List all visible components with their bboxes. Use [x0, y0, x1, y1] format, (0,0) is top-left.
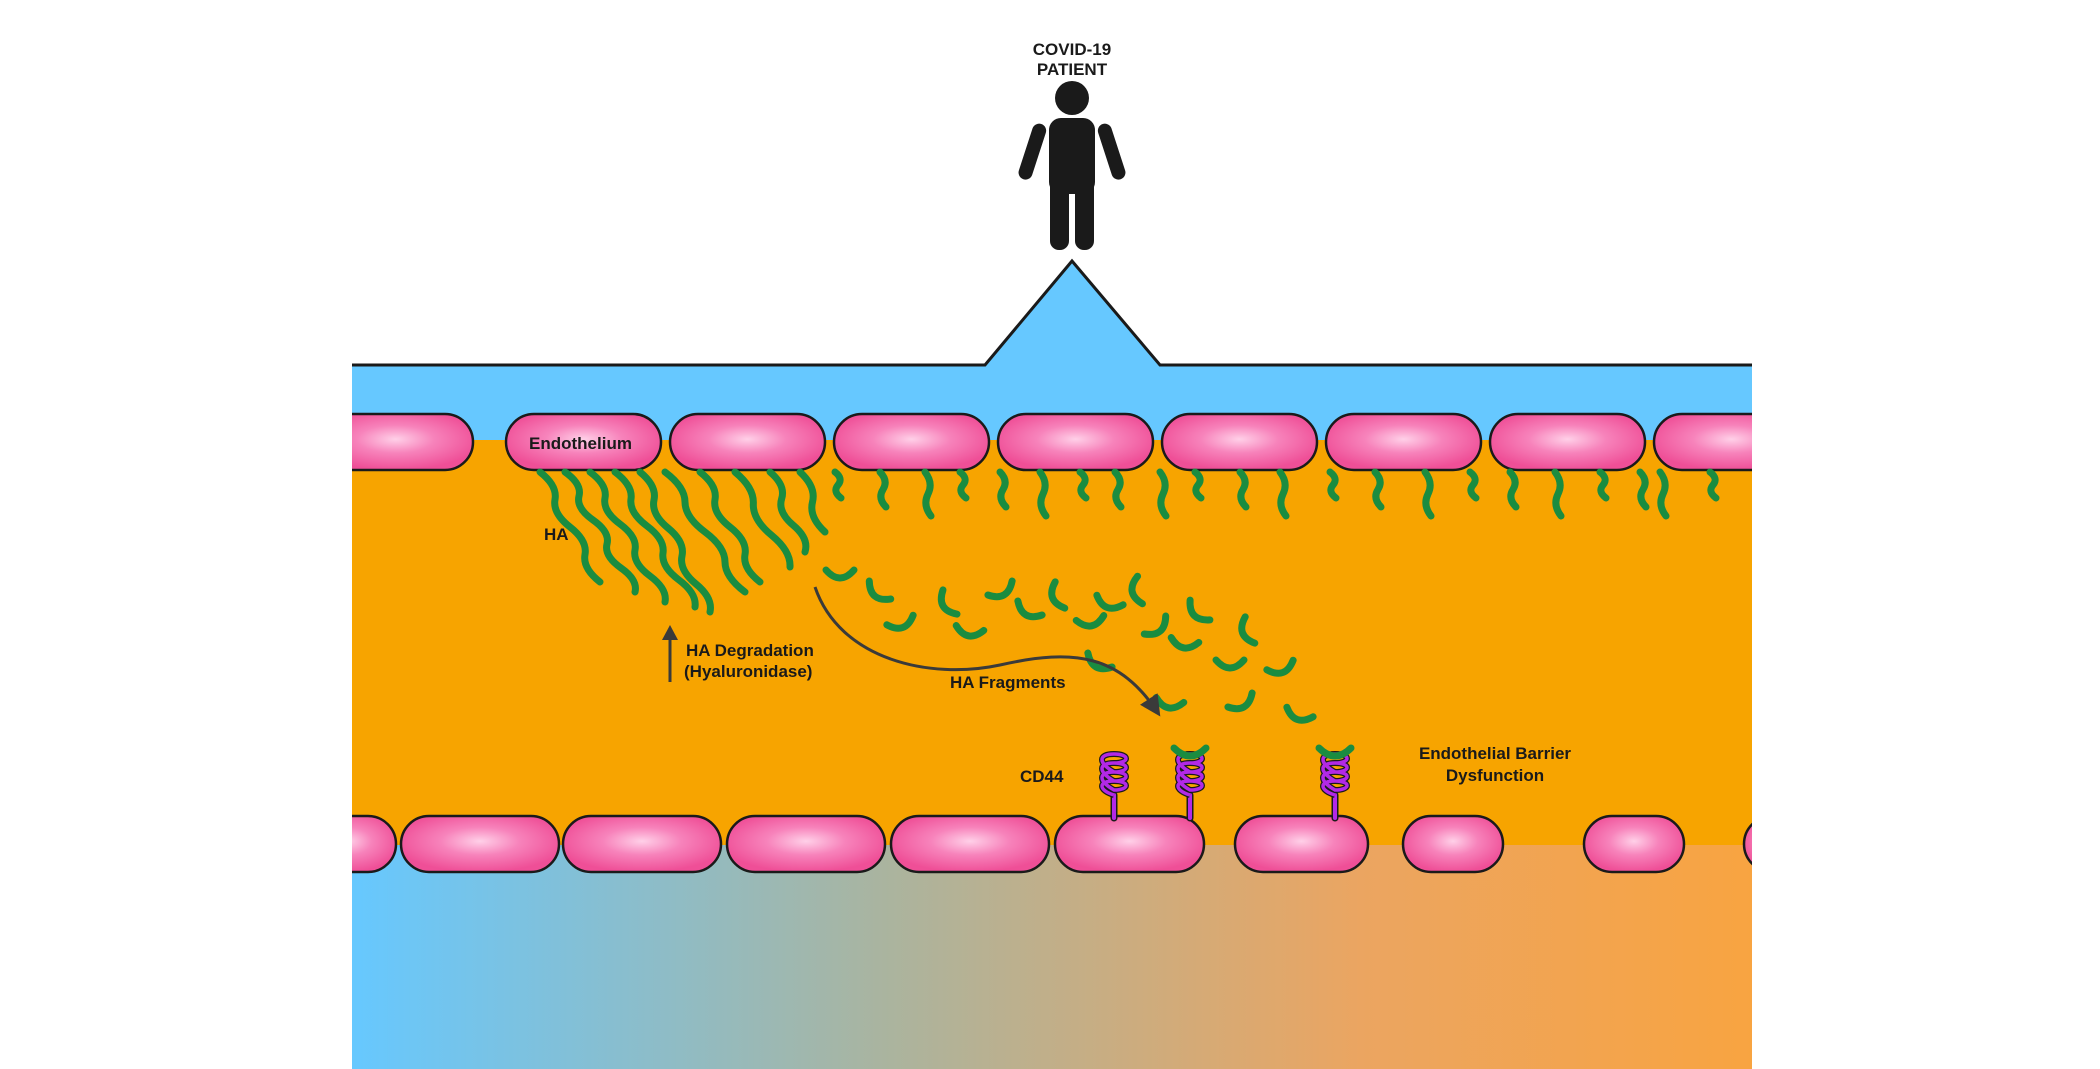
ha-strand: [586, 468, 669, 606]
curved-arrow-icon: [813, 586, 1161, 717]
ha-fragment: [1212, 656, 1248, 672]
ha-strand: [636, 468, 714, 616]
ha-strand: [1236, 468, 1250, 511]
ha-fragment: [1186, 596, 1214, 624]
blue-tissue-bottom: [352, 845, 1752, 1069]
ha-strand: [1326, 468, 1340, 502]
endothelial-cell: [1742, 822, 1752, 866]
ha-fragments-label: HA Fragments: [950, 673, 1066, 692]
cd44-receptor-icon: [1315, 744, 1355, 822]
endothelial-cell: [1053, 814, 1206, 874]
ha-fragment: [1072, 612, 1108, 630]
ha-fragment: [1238, 613, 1259, 647]
patient-label-line1: COVID-19: [1032, 40, 1112, 59]
ha-strand: [611, 468, 699, 611]
person-icon: [1018, 81, 1126, 250]
ha-strand: [1111, 468, 1125, 511]
bound-ha-fragment: [1170, 744, 1210, 760]
ha-strand: [1466, 468, 1480, 502]
blue-tissue-top: [352, 261, 1752, 440]
patient-label-line2: PATIENT: [1036, 60, 1108, 79]
ha-strand: [1191, 468, 1205, 502]
ha-strand: [921, 468, 935, 520]
ha-strand: [1276, 468, 1290, 520]
ha-strand: [876, 468, 890, 511]
ha-strand: [831, 468, 845, 502]
ha-fragment: [937, 586, 961, 618]
ha-strand: [956, 468, 970, 502]
ha-fragment: [1048, 578, 1069, 612]
ha-degradation-label: HA Degradation: [686, 641, 814, 660]
endothelial-cell: [352, 412, 475, 472]
ha-fragment: [1093, 591, 1127, 612]
ha-fragment: [822, 566, 858, 582]
cd44-receptor-icon: [1170, 744, 1210, 822]
barrier-dysfunction-line2: Dysfunction: [1445, 766, 1545, 785]
endothelial-cells: [352, 412, 1752, 874]
ha-strand: [1636, 468, 1650, 511]
up-arrow-icon: [662, 625, 678, 682]
endothelial-cell: [832, 412, 991, 472]
endothelial-cell: [668, 412, 827, 472]
endothelial-cell: [561, 814, 723, 874]
ha-strand: [1156, 468, 1170, 520]
ha-strand: [1036, 468, 1050, 520]
tissue-outline: [352, 258, 1752, 367]
endothelium-label: Endothelium: [529, 434, 632, 453]
ha-strand: [561, 468, 639, 596]
ha-fragment: [1263, 656, 1297, 677]
ha-label: HA: [544, 525, 569, 544]
ha-fragment: [984, 577, 1016, 601]
ha-fragment: [1283, 703, 1317, 724]
ha-strand: [766, 468, 810, 556]
bound-ha-fragment: [1315, 744, 1355, 760]
ha-fragment: [865, 577, 895, 603]
cd44-receptor-icon: [1099, 750, 1129, 822]
ha-strand: [1706, 468, 1720, 502]
endothelial-cell: [1652, 412, 1752, 472]
ha-fragment: [1167, 634, 1203, 652]
cd44-label: CD44: [1020, 767, 1064, 786]
ha-strand: [1371, 468, 1385, 511]
ha-strand: [1421, 468, 1435, 520]
barrier-dysfunction-line1: Endothelial Barrier: [1418, 744, 1572, 763]
endothelial-cell: [996, 412, 1155, 472]
ha-fragment: [952, 622, 988, 640]
endothelial-cell: [504, 412, 663, 472]
endothelial-cell: [1324, 412, 1483, 472]
endothelial-cell: [1233, 814, 1370, 874]
ha-strand: [1551, 468, 1565, 520]
cd44-receptors: [1099, 744, 1355, 822]
ha-fragment: [1014, 597, 1046, 621]
ha-fragment: [1128, 572, 1146, 608]
ha-strand: [796, 468, 829, 536]
ha-strand: [1076, 468, 1090, 502]
endothelial-cell: [352, 814, 398, 874]
ha-strand: [661, 468, 749, 596]
hyaluronidase-label: (Hyaluronidase): [684, 662, 813, 681]
endothelial-cell: [1488, 412, 1647, 472]
ha-fragment: [1140, 612, 1170, 638]
endothelial-cell: [1401, 814, 1505, 874]
ha-strand: [536, 468, 604, 586]
ha-strand: [1506, 468, 1520, 511]
endothelial-cell: [399, 814, 561, 874]
ha-strand: [731, 468, 794, 571]
ha-strand: [1656, 468, 1670, 520]
ha-strand: [996, 468, 1010, 511]
endothelial-cell: [1160, 412, 1319, 472]
hyaluronan-strands: [536, 468, 1720, 616]
endothelial-cell: [1582, 814, 1686, 874]
ha-strand: [696, 468, 764, 586]
ha-fragment: [1224, 689, 1256, 713]
endothelial-cell: [889, 814, 1051, 874]
ha-strand: [1596, 468, 1610, 502]
endothelial-cell: [725, 814, 887, 874]
ha-fragment: [883, 611, 917, 632]
